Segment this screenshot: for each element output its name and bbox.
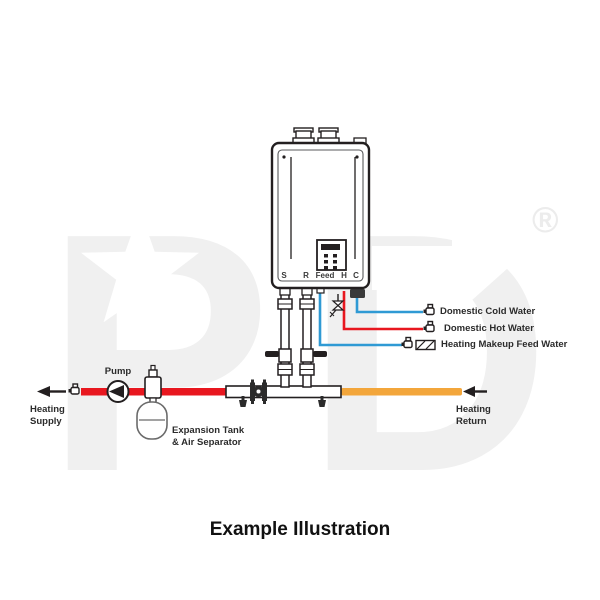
legend-cold-water-label: Domestic Cold Water <box>440 306 536 317</box>
port-label-h: H <box>341 271 347 280</box>
return-riser-pipe <box>299 293 327 388</box>
expansion-tank-label: Expansion Tank & Air Separator <box>172 425 245 448</box>
backflow-check-valve-icon <box>415 339 436 351</box>
legend-hot-water-label: Domestic Hot Water <box>444 323 534 334</box>
heating-return-label: Heating Return <box>456 404 491 427</box>
page-title: Example Illustration <box>209 519 391 540</box>
port-label-s: S <box>281 271 287 280</box>
heater-connection-stubs <box>279 287 365 298</box>
cold-shutoff-valve-icon <box>422 303 435 316</box>
water-heater-unit <box>270 127 371 290</box>
ball-valve-lever <box>265 351 279 357</box>
flanged-check-valve <box>250 379 267 404</box>
domestic-cold-water-line <box>355 298 423 314</box>
relief-valve-icon <box>329 294 345 318</box>
domestic-hot-water-line <box>342 291 423 331</box>
expansion-tank <box>136 401 168 440</box>
heating-return-pipe <box>341 388 462 396</box>
control-panel <box>316 239 347 271</box>
watermark-star-icon <box>81 210 199 323</box>
watermark-letter-p: P <box>45 163 272 543</box>
makeup-feed-water-line <box>318 293 402 347</box>
return-flow-arrow-icon <box>463 386 487 397</box>
vent-pipes-icon <box>292 127 367 145</box>
hot-shutoff-valve-icon <box>422 320 435 333</box>
watermark-arrow-icon <box>372 218 508 318</box>
registered-mark: ® <box>532 199 559 240</box>
heating-supply-label: Heating Supply <box>30 404 65 427</box>
display-screen <box>321 244 340 250</box>
pump-icon <box>106 380 130 403</box>
heater-front-panel <box>277 149 364 282</box>
port-label-feed: Feed <box>315 271 335 280</box>
makeup-shutoff-valve-icon <box>400 336 413 349</box>
port-label-r: R <box>303 271 309 280</box>
port-label-c: C <box>353 271 359 280</box>
supply-riser-pipe <box>265 293 293 388</box>
supply-flow-arrow-icon <box>37 386 66 397</box>
air-separator <box>144 364 162 405</box>
pump-label: Pump <box>104 366 132 377</box>
supply-shutoff-valve-icon <box>67 383 80 395</box>
ball-valve-lever <box>313 351 327 357</box>
cold-inlet-elbow <box>350 289 365 298</box>
legend-makeup-water-label: Heating Makeup Feed Water <box>441 339 568 350</box>
